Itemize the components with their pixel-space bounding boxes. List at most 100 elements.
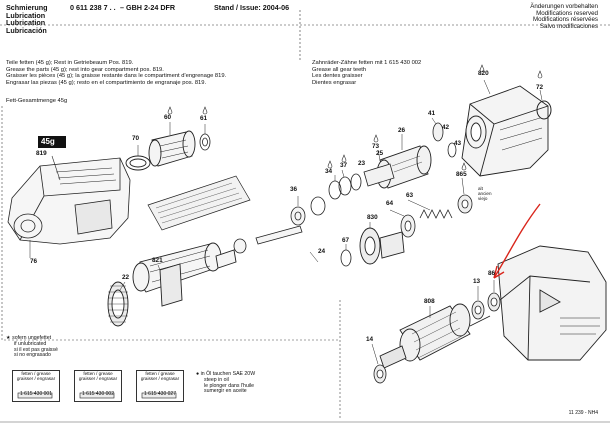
- callout-34: 34: [325, 168, 333, 175]
- callout-64: 64: [386, 200, 394, 207]
- callout-865: 865: [456, 171, 467, 178]
- right-note-fr: Modifications réservées: [533, 16, 598, 24]
- gear-note-en: Grease all gear teeth: [312, 66, 367, 73]
- right-note-es: Salvo modificaciones: [539, 22, 598, 30]
- grease-box-2: fetten / grease graisser / engrasar 1 61…: [74, 370, 122, 402]
- grease-box-1: fetten / grease graisser / engrasar 1 61…: [12, 370, 60, 402]
- fett-badge: 45g: [41, 137, 55, 146]
- gear-note-fr: Les dentes graisser: [312, 73, 363, 80]
- oil-note: ● in Öl tauchen SAE 20W steep in oil le …: [196, 371, 256, 395]
- legend-star-en: if unlubricated: [14, 340, 47, 347]
- callout-13: 13: [473, 278, 481, 285]
- left-note-es: Engrasar las piezas (45 g); resto en el …: [6, 79, 207, 86]
- star-icon: ★: [6, 335, 11, 341]
- old-label-de: alt: [478, 186, 483, 191]
- part-865: [457, 194, 473, 214]
- spindle-assembly: [132, 242, 237, 307]
- shaft-components: [233, 196, 326, 254]
- callout-72: 72: [536, 84, 544, 91]
- oil-note-es: sumergir en aceite: [204, 388, 247, 395]
- gear-housing-819: [7, 157, 131, 245]
- callout-821: 821: [152, 257, 163, 264]
- part-23-piston: [363, 163, 395, 187]
- callout-14: 14: [366, 336, 374, 343]
- grease-box-1-head: fetten / grease: [21, 371, 51, 376]
- callout-42: 42: [442, 124, 450, 131]
- callout-25: 25: [376, 150, 384, 157]
- grease-box-1-part: 1 615 430 001: [20, 391, 52, 397]
- oil-note-de: in Öl tauchen SAE 20W: [200, 371, 256, 377]
- legend-star: ★ sofern ungefettet if unlubricated si i…: [6, 335, 58, 359]
- callout-808: 808: [424, 298, 435, 305]
- old-label: alt ancien viejo: [478, 186, 492, 201]
- left-region-outline: [1, 106, 340, 341]
- callout-60: 60: [164, 114, 172, 121]
- grease-box-2-head: fetten / grease: [83, 371, 113, 376]
- oil-drop-icon: ●: [196, 371, 200, 377]
- grease-box-3-sub: graisser / engrasar: [140, 376, 180, 381]
- callout-41: 41: [428, 110, 436, 117]
- grease-drop-icons: [167, 64, 543, 171]
- callout-61: 61: [200, 115, 208, 122]
- callout-36: 36: [290, 186, 298, 193]
- part-830-gear: [359, 227, 405, 265]
- header-stand: Stand / Issue: 2004-06: [214, 3, 290, 12]
- callout-26: 26: [398, 127, 406, 134]
- part-41-43: [432, 122, 457, 158]
- header-model: – GBH 2-24 DFR: [120, 3, 176, 12]
- callout-63: 63: [406, 192, 414, 199]
- fett-label: Fett-Gesamtmenge 45g: [6, 98, 68, 104]
- gear-note-de: Zahnräder-Zähne fetten mit 1 615 430 002: [312, 60, 422, 66]
- callout-76: 76: [30, 258, 38, 265]
- gear-teeth-notes: Zahnräder-Zähne fetten mit 1 615 430 002…: [312, 60, 421, 86]
- header-code: 0 611 238 7 . .: [70, 3, 116, 12]
- old-label-fr: ancien: [478, 191, 492, 196]
- part-61: [199, 133, 211, 151]
- grease-box-3: fetten / grease graisser / engrasar 1 61…: [136, 370, 184, 402]
- callout-37: 37: [340, 162, 348, 169]
- bearing-14: [373, 364, 387, 384]
- part-70-ring: [125, 155, 151, 171]
- grease-tubes: [17, 392, 177, 399]
- left-note-fr: Graisser les pièces (45 g); la graisse r…: [6, 73, 227, 80]
- leader-lines: [29, 79, 543, 365]
- part-34-37-rings: [328, 173, 362, 200]
- callout-22: 22: [122, 274, 130, 281]
- left-note-de: Teile fetten (45 g); Rest in Getriebeaum…: [6, 60, 134, 66]
- callout-86: 86: [488, 270, 496, 277]
- callout-819: 819: [36, 150, 47, 157]
- grease-box-2-part: 1 615 430 002: [82, 391, 114, 397]
- header-right-notes: Änderungen vorbehalten Modifications res…: [530, 3, 598, 30]
- oil-note-fr: le plonger dans l'huile: [204, 382, 255, 389]
- title-es: Lubricación: [6, 25, 47, 35]
- part-67: [340, 249, 352, 267]
- legend-star-de: sofern ungefettet: [12, 335, 52, 341]
- oil-note-en: steep in oil: [204, 376, 229, 383]
- warning-label-plate: [147, 175, 251, 231]
- left-note-en: Grease the parts (45 g); rest into gear …: [6, 66, 164, 73]
- title-en: Lubrication: [6, 10, 46, 20]
- part-64: [400, 214, 416, 238]
- part-60-sleeve: [148, 130, 196, 167]
- legend-star-es: si no engrasado: [14, 352, 51, 359]
- title-fr: Lubrication: [6, 18, 46, 28]
- o-ring-72: [536, 100, 552, 120]
- callout-24: 24: [318, 248, 326, 255]
- gear-22: [107, 281, 129, 327]
- footer-code: 11 239 - NH4: [568, 410, 598, 416]
- callout-70: 70: [132, 135, 140, 142]
- gear-note-es: Dientes engrasar: [312, 79, 357, 86]
- grease-box-1-sub: graisser / engrasar: [16, 376, 56, 381]
- callout-67: 67: [342, 237, 350, 244]
- bearing-13-86: [471, 292, 501, 320]
- callout-820: 820: [478, 70, 489, 77]
- motor-housing: [497, 245, 607, 361]
- armature-808: [379, 303, 491, 369]
- red-arrow: [493, 203, 541, 279]
- callout-830: 830: [367, 214, 378, 221]
- title-de: Schmierung: [6, 3, 48, 12]
- header-titles: Schmierung Lubrication Lubrication Lubri…: [6, 4, 48, 34]
- grease-box-3-part: 1 615 430 027: [144, 391, 176, 397]
- legend-star-fr: si il est pas graissé: [14, 346, 58, 353]
